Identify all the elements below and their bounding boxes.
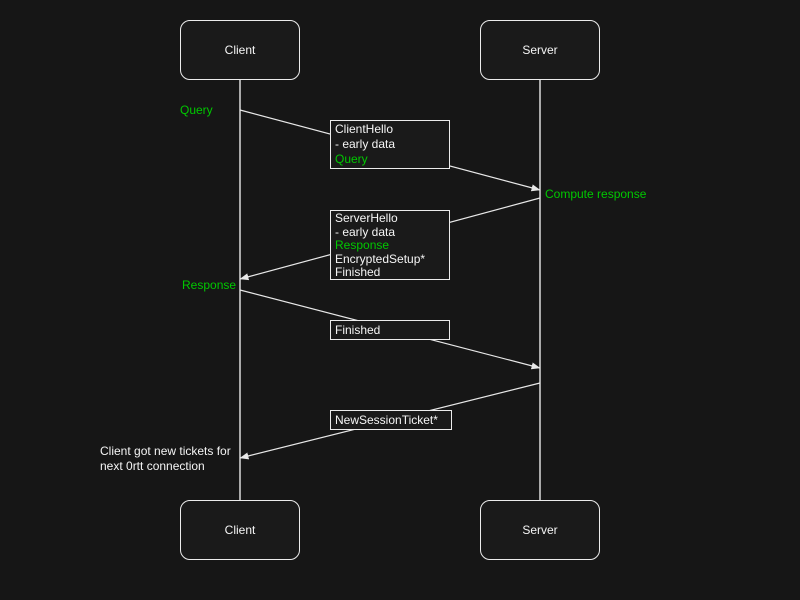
actor-label: Server	[522, 523, 558, 537]
message-text: - early data	[335, 137, 396, 151]
message-text: EncryptedSetup*	[335, 251, 426, 266]
actor-box-server-top: Server	[480, 20, 600, 80]
message-box-clienthello: ClientHello - early data Query	[330, 120, 450, 169]
actor-box-server-bottom: Server	[480, 500, 600, 560]
actor-label: Server	[522, 43, 558, 57]
actor-label: Client	[224, 43, 256, 57]
message-box-newsessionticket: NewSessionTicket*	[330, 410, 452, 430]
annotation-response: Response	[182, 278, 237, 292]
message-text: ServerHello	[335, 211, 398, 225]
message-text: Finished	[335, 323, 381, 337]
actor-box-client-top: Client	[180, 20, 300, 80]
message-text: NewSessionTicket*	[335, 413, 438, 427]
message-text: - early data	[335, 224, 396, 239]
message-text: Finished	[335, 265, 381, 280]
annotation-compute-response: Compute response	[545, 187, 647, 201]
message-text-query: Query	[335, 152, 368, 166]
actor-label: Client	[224, 523, 256, 537]
message-text: ClientHello	[335, 122, 394, 136]
message-box-finished: Finished	[330, 320, 450, 340]
message-box-serverhello: ServerHello - early data Response Encryp…	[330, 210, 450, 280]
annotation-query: Query	[180, 103, 213, 117]
actor-box-client-bottom: Client	[180, 500, 300, 560]
note-new-tickets: Client got new tickets for next 0rtt con…	[100, 444, 231, 473]
message-text-response: Response	[335, 238, 390, 253]
